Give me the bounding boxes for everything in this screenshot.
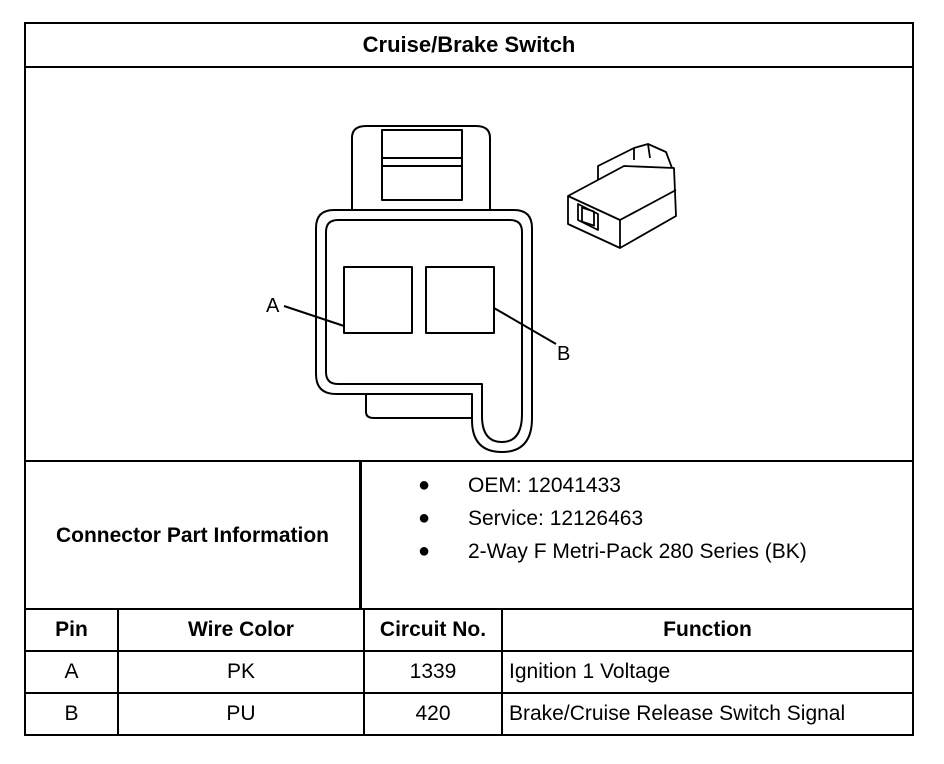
pin-b-label: B bbox=[557, 343, 570, 365]
connector-info-label: Connector Part Information bbox=[26, 462, 362, 610]
locking-tab bbox=[351, 125, 491, 210]
sheet-title: Cruise/Brake Switch bbox=[26, 24, 912, 68]
cavity-a bbox=[343, 266, 413, 334]
cell-wire-color: PK bbox=[117, 650, 365, 694]
header-function: Function bbox=[501, 608, 912, 652]
bullet-icon: ● bbox=[418, 540, 431, 562]
header-circuit-no: Circuit No. bbox=[363, 608, 503, 652]
connector-diagram: A B bbox=[26, 68, 912, 460]
cavity-b bbox=[425, 266, 495, 334]
cell-pin: B bbox=[26, 692, 119, 734]
pin-table: Pin Wire Color Circuit No. Function A PK… bbox=[26, 608, 912, 734]
header-pin: Pin bbox=[26, 608, 119, 652]
cell-wire-color: PU bbox=[117, 692, 365, 734]
table-row: B PU 420 Brake/Cruise Release Switch Sig… bbox=[26, 692, 912, 734]
table-row: A PK 1339 Ignition 1 Voltage bbox=[26, 650, 912, 694]
connector-info-row: Connector Part Information ● OEM: 120414… bbox=[26, 460, 912, 610]
connector-isometric-view bbox=[567, 143, 677, 249]
table-header-row: Pin Wire Color Circuit No. Function bbox=[26, 608, 912, 652]
header-wire-color: Wire Color bbox=[117, 608, 365, 652]
connector-sheet: Cruise/Brake Switch bbox=[24, 22, 914, 736]
leader-line-b bbox=[493, 307, 557, 345]
connector-info-list: ● OEM: 12041433 ● Service: 12126463 ● 2-… bbox=[418, 474, 807, 563]
pin-a-label: A bbox=[266, 295, 280, 317]
connector-body-inner bbox=[325, 219, 523, 443]
cell-circuit-no: 1339 bbox=[363, 650, 503, 694]
cell-function: Brake/Cruise Release Switch Signal bbox=[501, 692, 912, 734]
cell-pin: A bbox=[26, 650, 119, 694]
bullet-icon: ● bbox=[418, 474, 431, 496]
bullet-icon: ● bbox=[418, 507, 431, 529]
connector-drawing: A B bbox=[266, 125, 677, 453]
connector-body-outer bbox=[315, 209, 533, 453]
cell-circuit-no: 420 bbox=[363, 692, 503, 734]
cell-function: Ignition 1 Voltage bbox=[501, 650, 912, 694]
leader-line-a bbox=[283, 305, 345, 327]
